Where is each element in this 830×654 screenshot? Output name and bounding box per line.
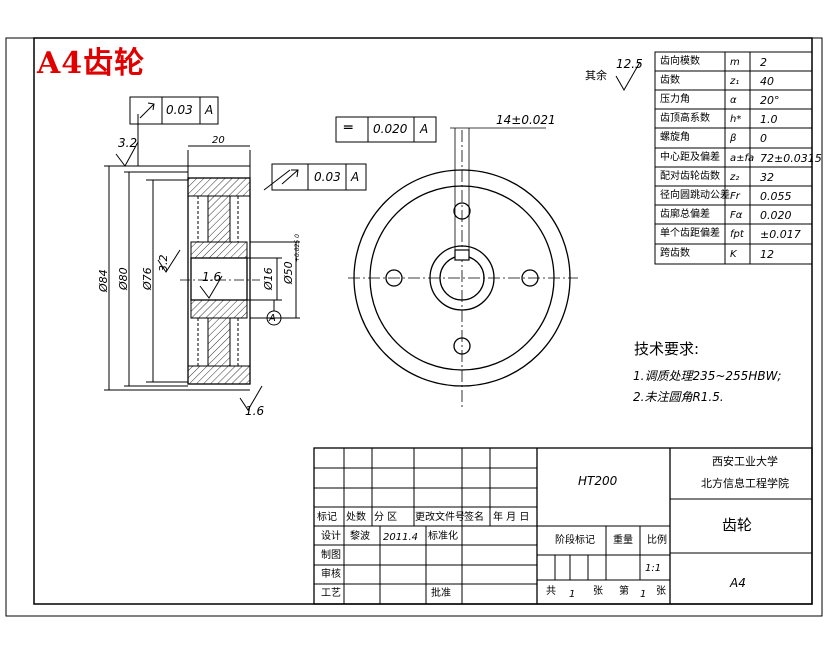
param-name: 压力角 [660, 94, 690, 105]
tol-hub-datum: A [351, 170, 360, 184]
param-value: 32 [760, 171, 774, 184]
param-value: 40 [760, 75, 774, 88]
front-view [348, 127, 578, 410]
dim-d16: Ø16 [262, 267, 275, 290]
roughness-symbol [615, 61, 641, 92]
tb-draw: 制图 [321, 550, 341, 561]
tb-design: 设计 [321, 531, 341, 542]
tb-school-1: 西安工业大学 [712, 455, 778, 468]
drawing-title: A4齿轮 [37, 46, 146, 81]
tb-std: 标准化 [428, 531, 458, 542]
tb-sheet-word: 张 [593, 586, 603, 597]
tb-material: HT200 [578, 474, 618, 488]
roughness-top: 3.2 [118, 136, 138, 150]
param-value: 1.0 [760, 113, 778, 126]
param-value: 0.020 [760, 209, 792, 222]
tolerance-frame-hub [271, 163, 367, 191]
param-value: 12 [760, 248, 774, 261]
roughness-left: 3.2 [157, 254, 170, 273]
tb-process: 工艺 [321, 588, 341, 599]
roughness-bottom: 1.6 [245, 404, 265, 418]
dim-od84: Ø84 [97, 269, 110, 292]
param-name: 齿顶高系数 [660, 113, 710, 124]
param-symbol: Fr [730, 191, 740, 202]
tb-hdr-mark: 标记 [317, 512, 337, 523]
tb-check: 审核 [321, 569, 341, 580]
param-name: 径向圆跳动公差 [660, 190, 730, 201]
param-symbol: β [730, 133, 737, 144]
tech-heading: 技术要求: [634, 340, 700, 358]
param-name: 齿廓总偏差 [660, 209, 710, 220]
dim-d50: Ø50 [282, 261, 295, 284]
other-roughness-label: 其余 [585, 69, 607, 82]
param-value: 0.055 [760, 190, 792, 203]
param-symbol: z₂ [730, 172, 740, 183]
tb-scale: 1:1 [645, 563, 662, 574]
section-view [104, 114, 300, 411]
tb-approve: 批准 [431, 588, 451, 599]
dim-d80: Ø80 [117, 267, 130, 290]
tech-line-2: 2.未注圆角R1.5. [633, 390, 724, 404]
tolerance-frame-left [129, 96, 219, 125]
dim-d50-tolerance: +0.025 0 [294, 234, 301, 262]
param-name: 单个齿距偏差 [660, 228, 720, 239]
tech-line-1: 1.调质处理235~255HBW; [633, 369, 782, 383]
param-name: 跨齿数 [660, 248, 690, 259]
param-name: 齿数 [660, 75, 680, 86]
dim-keyway: 14±0.021 [496, 113, 556, 127]
tol-left-value: 0.03 [166, 103, 193, 117]
param-symbol: z₁ [730, 76, 740, 87]
param-symbol: Fα [730, 210, 743, 221]
tolerance-frame-middle [335, 116, 437, 143]
tb-designer: 黎波 [350, 531, 370, 542]
tb-total-prefix: 共 [546, 586, 556, 597]
param-value: 20° [760, 94, 780, 107]
param-name: 配对齿轮齿数 [660, 171, 720, 182]
tb-school-2: 北方信息工程学院 [701, 477, 789, 490]
param-symbol: α [730, 95, 737, 106]
tol-hub-value: 0.03 [314, 170, 341, 184]
other-roughness-value: 12.5 [616, 57, 643, 71]
tb-scale-label: 比例 [647, 535, 667, 546]
param-name: 中心距及偏差 [660, 152, 720, 163]
param-name: 螺旋角 [660, 132, 690, 143]
tb-weight: 重量 [613, 535, 633, 546]
tol-left-datum: A [205, 103, 214, 117]
tb-hdr-change: 更改文件号 [415, 512, 465, 523]
tb-hdr-sign: 签名 [464, 512, 484, 523]
tb-stage: 阶段标记 [555, 535, 595, 546]
tol-flatness-symbol: ═ [344, 120, 353, 136]
tol-middle-datum: A [420, 122, 429, 136]
param-symbol: a±fa [730, 153, 755, 164]
param-symbol: m [730, 57, 740, 68]
param-value: 0 [760, 132, 767, 145]
tb-page-prefix: 第 [619, 586, 629, 597]
tb-page-num: 1 [640, 589, 647, 600]
dim-d76: Ø76 [141, 267, 154, 290]
tb-hdr-date: 年 月 日 [493, 512, 530, 523]
title-block-grid [313, 447, 813, 605]
param-symbol: fpt [730, 229, 744, 240]
param-symbol: K [730, 249, 737, 260]
tb-page-word: 张 [656, 586, 666, 597]
tb-hdr-count: 处数 [346, 512, 366, 523]
datum-label: A [269, 313, 276, 324]
tb-part-name: 齿轮 [722, 516, 753, 534]
roughness-bore: 1.6 [202, 270, 222, 284]
tol-middle-value: 0.020 [373, 122, 408, 136]
tb-date: 2011.4 [383, 532, 418, 543]
tb-total-num: 1 [569, 589, 576, 600]
param-value: 72±0.0315 [760, 152, 822, 165]
dim-width: 20 [212, 135, 225, 146]
tb-hdr-zone: 分 区 [374, 512, 398, 523]
param-value: 2 [760, 56, 767, 69]
tb-paper: A4 [730, 576, 746, 590]
param-symbol: h* [730, 114, 742, 125]
param-value: ±0.017 [760, 228, 801, 241]
param-table-grid [654, 51, 813, 265]
param-name: 齿向模数 [660, 56, 700, 67]
